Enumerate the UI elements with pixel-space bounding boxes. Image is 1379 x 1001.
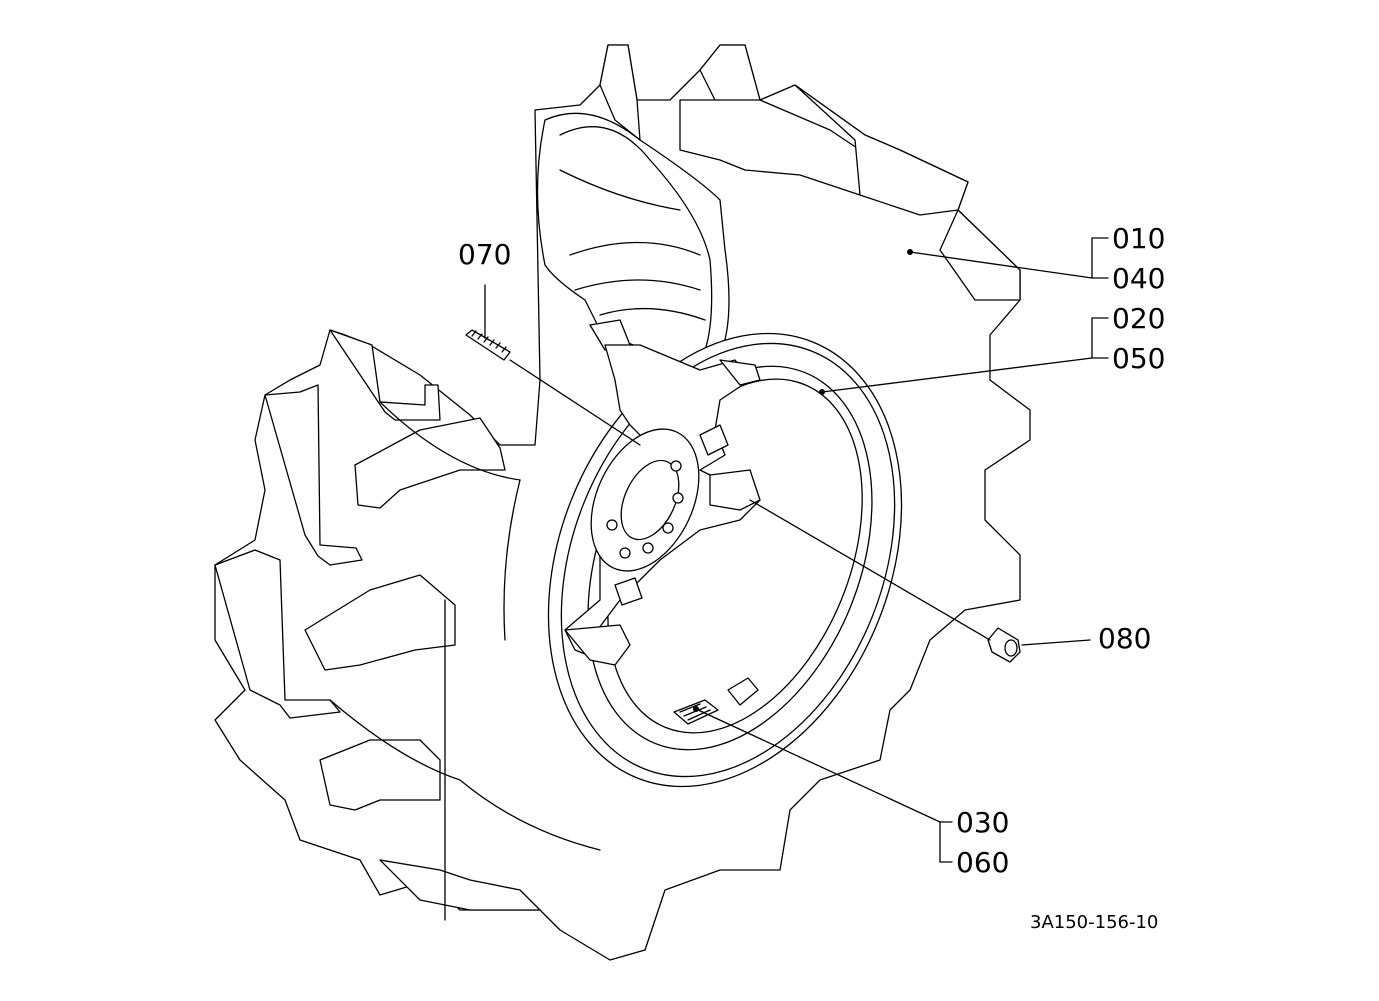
callout-080: 080 [1098,622,1151,655]
callout-bracket [939,821,953,863]
tread-lug [304,574,456,671]
tread-lug [214,549,341,719]
rim-clamp [709,469,761,511]
callout-010: 010 [1112,222,1165,255]
valve-stem [727,677,759,706]
wheel-disc-cover [536,112,730,371]
callout-bracket [1091,237,1109,279]
nut-face [1004,639,1018,657]
stud-body [465,329,511,361]
bolt-hole [662,522,674,534]
bolt-hole [670,460,682,472]
callout-020: 020 [1112,302,1165,335]
rim-lip [560,342,896,778]
leader-line [695,708,941,823]
leader-line [909,251,1093,279]
tread-lug [679,99,861,196]
callout-070: 070 [458,238,511,271]
callout-030: 030 [956,806,1009,839]
drawing-number: 3A150-156-10 [1030,912,1158,933]
leader-line [509,359,641,446]
bolt-hole [619,547,631,559]
callout-050: 050 [1112,342,1165,375]
lug-nut [987,627,1021,663]
disc-tab [614,577,643,606]
cover-inner-curve [559,169,681,211]
bolt-hole [642,542,654,554]
bolt-hole [672,492,684,504]
cover-inner-curve [599,307,706,321]
disc-tab [699,424,729,456]
nut-body [987,627,1021,663]
cover-inner-curve [569,241,701,256]
tread-lug [264,384,363,566]
callout-040: 040 [1112,262,1165,295]
wheel-disc [564,344,761,666]
sidewall-arc [329,699,601,851]
hub-bore [620,459,680,541]
stud-thread [471,330,507,353]
tread-lug [329,329,441,421]
sidewall-arc [503,479,521,641]
leader-line [1021,639,1091,646]
leader-line [749,499,991,641]
stud-bolt [465,329,511,361]
rim-clamp [564,624,631,666]
callout-labels: 010 040 020 050 070 080 030 060 3A150-15… [458,222,1165,933]
cover-inner-curve [559,126,713,351]
tread-lug [939,209,1021,301]
callout-bracket [1091,317,1109,359]
leader-lines [484,237,1109,863]
cover-inner-curve [574,279,701,291]
bolt-hole [606,519,618,531]
leader-line [821,357,1093,393]
rim-clamp [719,359,761,386]
callout-060: 060 [956,846,1009,879]
cover-outline [536,112,730,371]
sidewall-arc [379,401,521,481]
